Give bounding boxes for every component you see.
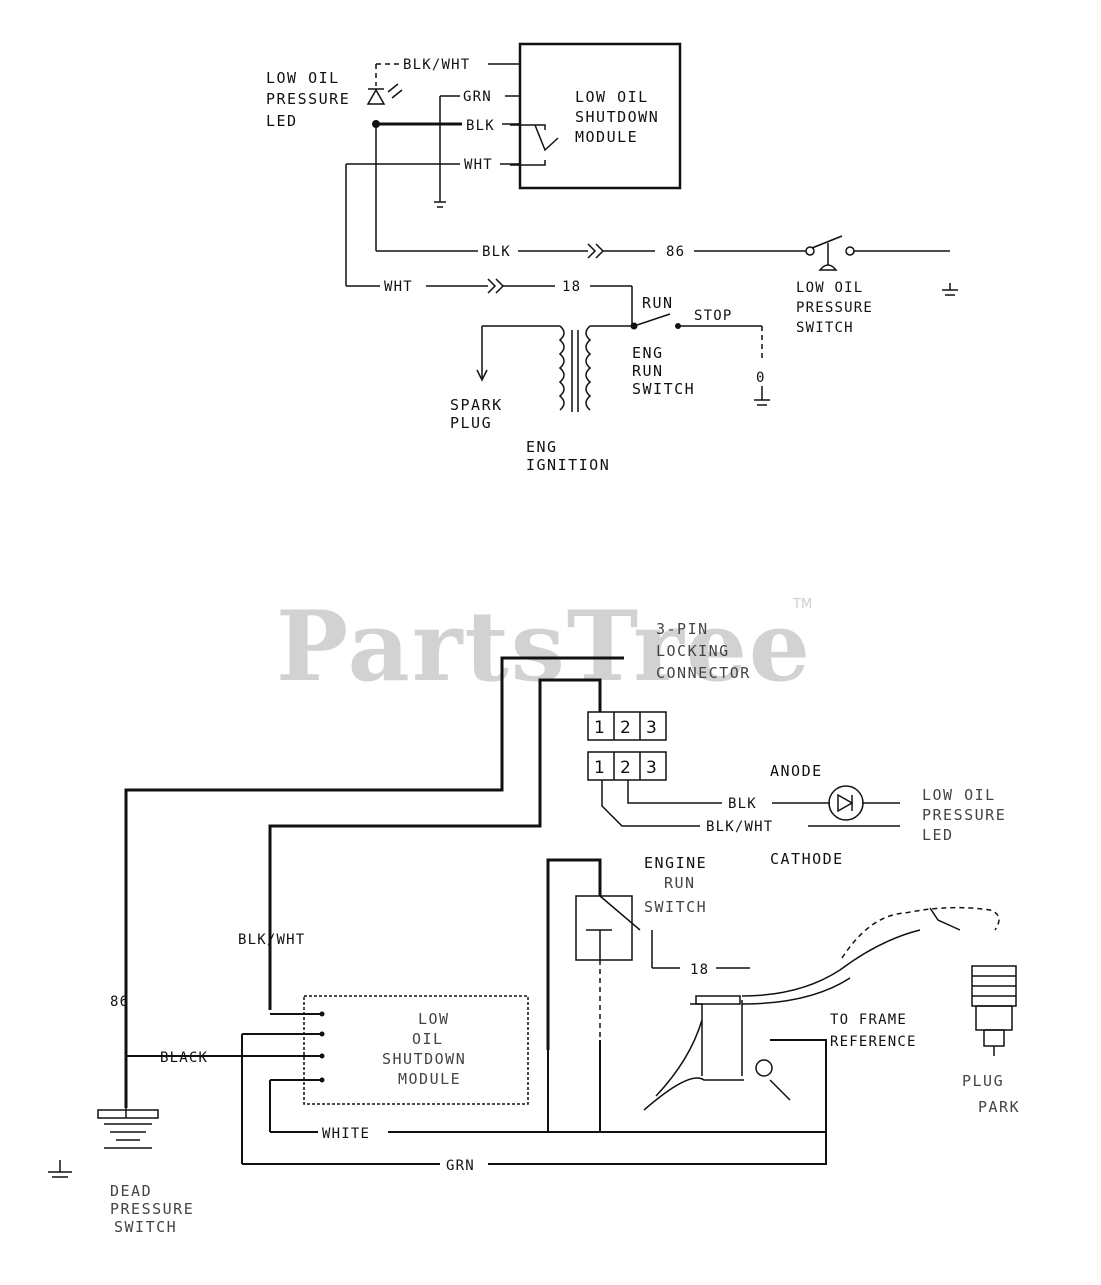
frame-ground-1: TO FRAME (830, 1012, 907, 1028)
top-module-label-2: SHUTDOWN (575, 108, 659, 126)
frame-ground-2: REFERENCE (830, 1034, 917, 1050)
bottom-black: BLACK (160, 1050, 208, 1066)
top-zero-symbol: 0 (756, 370, 766, 386)
top-wire-blk: BLK (466, 118, 495, 134)
wire-18: 18 (690, 962, 709, 978)
connector-bottom: 1 2 3 (587, 751, 667, 781)
connector-label-3: CONNECTOR (656, 664, 751, 682)
top-run-switch-1: ENG (632, 344, 664, 362)
bottom-white: WHITE (322, 1126, 370, 1142)
top-ignition-2: IGNITION (526, 456, 610, 474)
bottom-led-label-1: LOW OIL (922, 786, 996, 804)
bottom-led-symbol (828, 785, 900, 821)
bottom-shutdown-module (303, 995, 529, 1105)
spark-plug-label-2: PARK (978, 1098, 1020, 1116)
bottom-module-label-4: MODULE (398, 1070, 461, 1088)
top-ignition-coil (476, 325, 632, 412)
top-module-label-3: MODULE (575, 128, 638, 146)
engine-run-switch-2: RUN (664, 874, 696, 892)
bottom-anode: ANODE (770, 762, 823, 780)
bottom-blk: BLK (728, 796, 757, 812)
top-module-label-1: LOW OIL (575, 88, 649, 106)
top-shutdown-module (518, 42, 682, 190)
top-led-label-2: PRESSURE (266, 90, 350, 108)
engine-run-switch-1: ENGINE (644, 854, 707, 872)
connector-top-pin-2: 2 (620, 718, 631, 738)
connector-bottom-pin-1: 1 (594, 758, 605, 778)
top-stop-label: STOP (694, 308, 733, 324)
top-run-switch-3: SWITCH (632, 380, 695, 398)
top-run-switch-2: RUN (632, 362, 664, 380)
connector-bottom-pin-2: 2 (620, 758, 631, 778)
connector-bottom-pin-3: 3 (646, 758, 657, 778)
bottom-module-label-1: LOW (418, 1010, 450, 1028)
top-spark-plug-2: PLUG (450, 414, 492, 432)
top-lower-blk-num: 86 (666, 244, 685, 260)
top-diagram: LOW OIL PRESSURE LED LOW OIL SHUTDOWN MO… (266, 42, 958, 474)
top-pressure-switch-3: SWITCH (796, 320, 854, 336)
top-led-label-1: LOW OIL (266, 69, 340, 87)
watermark-trademark: TM (792, 597, 812, 612)
bottom-module-label-2: OIL (412, 1030, 444, 1048)
connector-top: 1 2 3 (587, 711, 667, 741)
bottom-pressure-switch (48, 1055, 159, 1178)
top-led-label-3: LED (266, 112, 298, 130)
top-wire-wht: WHT (464, 157, 493, 173)
spark-plug-label-1: PLUG (962, 1072, 1004, 1090)
bottom-blk-wht: BLK/WHT (706, 819, 773, 835)
bottom-led-label-3: LED (922, 826, 954, 844)
bottom-module-label-3: SHUTDOWN (382, 1050, 466, 1068)
bottom-cathode: CATHODE (770, 850, 844, 868)
top-lower-wht: WHT (384, 279, 413, 295)
top-run-label: RUN (642, 294, 674, 312)
left-blk-wht: BLK/WHT (238, 932, 305, 948)
bottom-ignition-assembly (643, 906, 1000, 1111)
top-lower-wht-num: 18 (562, 279, 581, 295)
spark-plug-icon (971, 965, 1017, 1056)
bottom-led-label-2: PRESSURE (922, 806, 1006, 824)
connector-label-2: LOCKING (656, 642, 730, 660)
bottom-pressure-switch-3: SWITCH (114, 1218, 177, 1236)
top-ignition-1: ENG (526, 438, 558, 456)
connector-top-pin-1: 1 (594, 718, 605, 738)
left-86: 86 (110, 994, 129, 1010)
top-lower-blk: BLK (482, 244, 511, 260)
top-led-symbol (366, 83, 403, 105)
engine-run-switch-symbol (546, 858, 750, 1050)
top-pressure-switch-2: PRESSURE (796, 300, 873, 316)
bottom-pressure-switch-1: DEAD (110, 1182, 152, 1200)
top-wire-grn: GRN (463, 89, 492, 105)
bottom-grn: GRN (446, 1158, 475, 1174)
bottom-pressure-switch-2: PRESSURE (110, 1200, 194, 1218)
watermark: PartsTree (276, 590, 812, 703)
top-spark-plug-1: SPARK (450, 396, 503, 414)
top-pressure-switch-1: LOW OIL (796, 280, 863, 296)
bottom-diagram: 3-PIN LOCKING CONNECTOR 1 2 3 1 2 3 BLK … (48, 620, 1020, 1236)
connector-label-1: 3-PIN (656, 620, 709, 638)
engine-run-switch-3: SWITCH (644, 898, 707, 916)
connector-top-pin-3: 3 (646, 718, 657, 738)
top-wire-blk-wht: BLK/WHT (403, 57, 470, 73)
